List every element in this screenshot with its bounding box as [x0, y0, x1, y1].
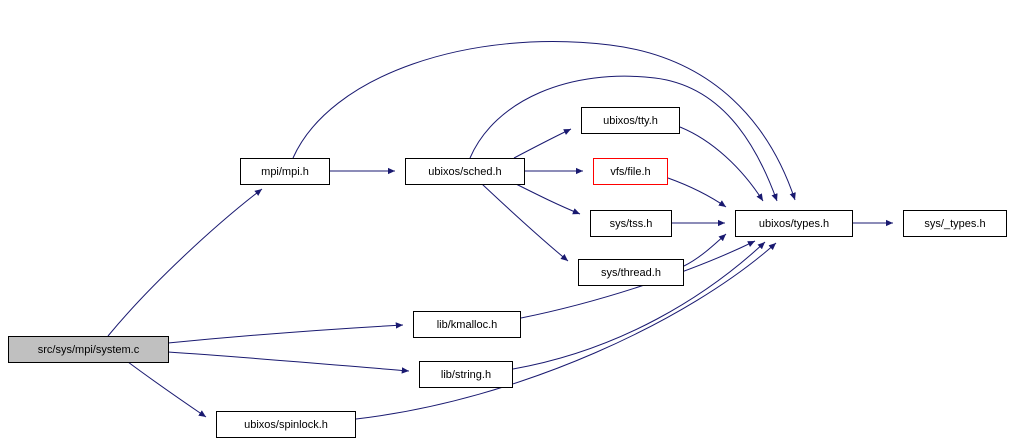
node-sys-tss-h[interactable]: sys/tss.h — [590, 210, 672, 237]
edge-sched-to-tss — [515, 183, 581, 215]
edge-system-to-spinlock — [127, 361, 207, 418]
edge-tty-to-types — [679, 126, 764, 202]
edge-string-to-types — [512, 241, 766, 370]
node-vfs-file-h[interactable]: vfs/file.h — [593, 158, 668, 185]
node-src-sys-mpi-system-c: src/sys/mpi/system.c — [8, 336, 169, 363]
edge-spinlock-to-types — [355, 242, 777, 420]
node-lib-string-h[interactable]: lib/string.h — [419, 361, 513, 388]
edge-sched-to-types — [469, 75, 778, 202]
node-ubixos-types-h[interactable]: ubixos/types.h — [735, 210, 853, 237]
node-sys-thread-h[interactable]: sys/thread.h — [578, 259, 684, 286]
edge-sched-to-thread — [481, 183, 569, 262]
edge-sched-to-tty — [513, 128, 572, 159]
edge-thread-to-types — [683, 233, 727, 267]
edge-system-to-mpi — [107, 188, 263, 337]
node-ubixos-tty-h[interactable]: ubixos/tty.h — [581, 107, 680, 134]
edge-mpi-to-types — [292, 41, 796, 201]
node-sys-_types-h[interactable]: sys/_types.h — [903, 210, 1007, 237]
edge-system-to-kmalloc — [167, 322, 404, 344]
edge-file-to-types — [667, 177, 727, 208]
node-lib-kmalloc-h[interactable]: lib/kmalloc.h — [413, 311, 521, 338]
edge-system-to-string — [167, 351, 410, 374]
node-ubixos-sched-h[interactable]: ubixos/sched.h — [405, 158, 525, 185]
node-ubixos-spinlock-h[interactable]: ubixos/spinlock.h — [216, 411, 356, 438]
node-mpi-mpi-h[interactable]: mpi/mpi.h — [240, 158, 330, 185]
